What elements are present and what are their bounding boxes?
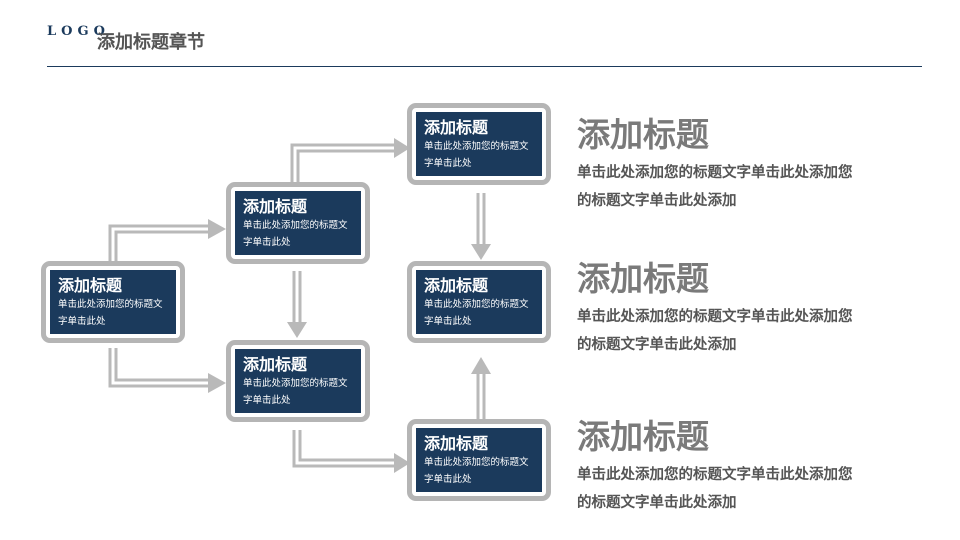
flow-box: 添加标题 单击此处添加您的标题文字单击此处 [226, 340, 370, 422]
connector-core [295, 430, 398, 465]
side-description: 单击此处添加您的标题文字单击此处添加您的标题文字单击此处添加 [577, 309, 853, 353]
box-text: 单击此处添加您的标题文字单击此处 [58, 299, 163, 327]
arrowhead [394, 453, 410, 473]
connector-core [293, 146, 398, 183]
side-heading: 添加标题 [577, 417, 709, 456]
flow-box: 添加标题 单击此处添加您的标题文字单击此处 [407, 419, 551, 501]
side-heading: 添加标题 [577, 115, 709, 154]
arrowhead [394, 138, 410, 158]
box-title: 添加标题 [58, 276, 123, 295]
flow-box: 添加标题 单击此处添加您的标题文字单击此处 [407, 261, 551, 343]
arrowhead [287, 322, 307, 338]
box-text: 单击此处添加您的标题文字单击此处 [424, 141, 529, 169]
box-title: 添加标题 [243, 355, 308, 374]
connector-line [108, 348, 212, 388]
arrowhead [471, 244, 491, 260]
box-text: 单击此处添加您的标题文字单击此处 [243, 378, 348, 406]
side-description: 单击此处添加您的标题文字单击此处添加您的标题文字单击此处添加 [577, 467, 853, 511]
connector-line [290, 143, 398, 183]
box-text: 单击此处添加您的标题文字单击此处 [424, 457, 529, 485]
flow-box: 添加标题 单击此处添加您的标题文字单击此处 [41, 261, 185, 343]
box-title: 添加标题 [424, 118, 489, 137]
side-heading: 添加标题 [577, 259, 709, 298]
box-title: 添加标题 [243, 197, 308, 216]
page-title: 添加标题章节 [97, 32, 205, 53]
header-divider [47, 66, 922, 67]
arrowhead [208, 373, 226, 393]
box-text: 单击此处添加您的标题文字单击此处 [243, 220, 348, 248]
box-title: 添加标题 [424, 434, 489, 453]
connector-core [111, 227, 212, 266]
box-text: 单击此处添加您的标题文字单击此处 [424, 299, 529, 327]
arrowhead [471, 357, 491, 374]
arrowhead [208, 219, 226, 239]
connector-line [292, 430, 398, 468]
connector-core [111, 348, 212, 385]
side-description: 单击此处添加您的标题文字单击此处添加您的标题文字单击此处添加 [577, 165, 853, 209]
box-title: 添加标题 [424, 276, 489, 295]
flow-box: 添加标题 单击此处添加您的标题文字单击此处 [226, 182, 370, 264]
flow-box: 添加标题 单击此处添加您的标题文字单击此处 [407, 103, 551, 185]
